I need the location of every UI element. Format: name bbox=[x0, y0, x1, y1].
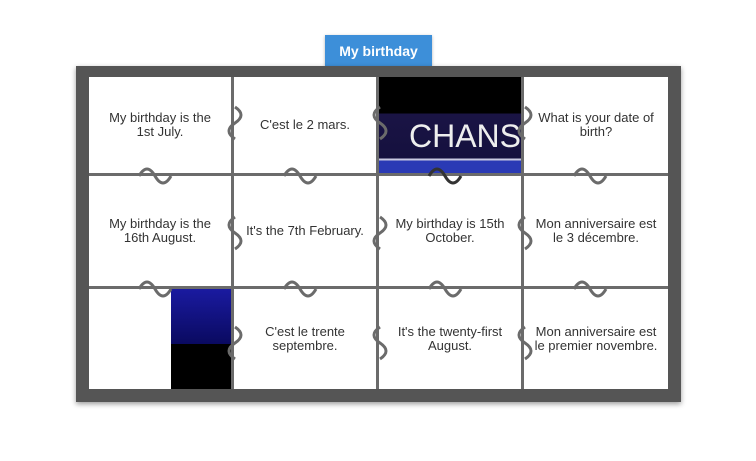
image-text: CHANS bbox=[408, 118, 521, 154]
puzzle-piece[interactable]: It's the twenty-first August. bbox=[379, 289, 524, 389]
puzzle-piece[interactable]: C'est le 2 mars. bbox=[234, 77, 379, 176]
puzzle-frame: My birthday is the 1st July. C'est le 2 … bbox=[76, 66, 681, 402]
puzzle-piece[interactable]: My birthday is the 16th August. bbox=[89, 176, 234, 289]
image-piece[interactable] bbox=[89, 289, 234, 389]
image-piece[interactable]: CHANS bbox=[379, 77, 524, 176]
puzzle-piece[interactable]: Mon anniversaire est le 3 décembre. bbox=[524, 176, 668, 289]
puzzle-piece[interactable]: It's the 7th February. bbox=[234, 176, 379, 289]
puzzle-piece[interactable]: My birthday is 15th October. bbox=[379, 176, 524, 289]
puzzle-piece[interactable]: My birthday is the 1st July. bbox=[89, 77, 234, 176]
puzzle-title-tab[interactable]: My birthday bbox=[325, 35, 432, 66]
puzzle-piece[interactable]: What is your date of birth? bbox=[524, 77, 668, 176]
puzzle-piece[interactable]: Mon anniversaire est le premier novembre… bbox=[534, 324, 658, 353]
image-fragment bbox=[171, 289, 231, 389]
puzzle-board: My birthday is the 1st July. C'est le 2 … bbox=[89, 77, 668, 389]
puzzle-piece[interactable]: C'est le trente septembre. bbox=[234, 289, 379, 389]
